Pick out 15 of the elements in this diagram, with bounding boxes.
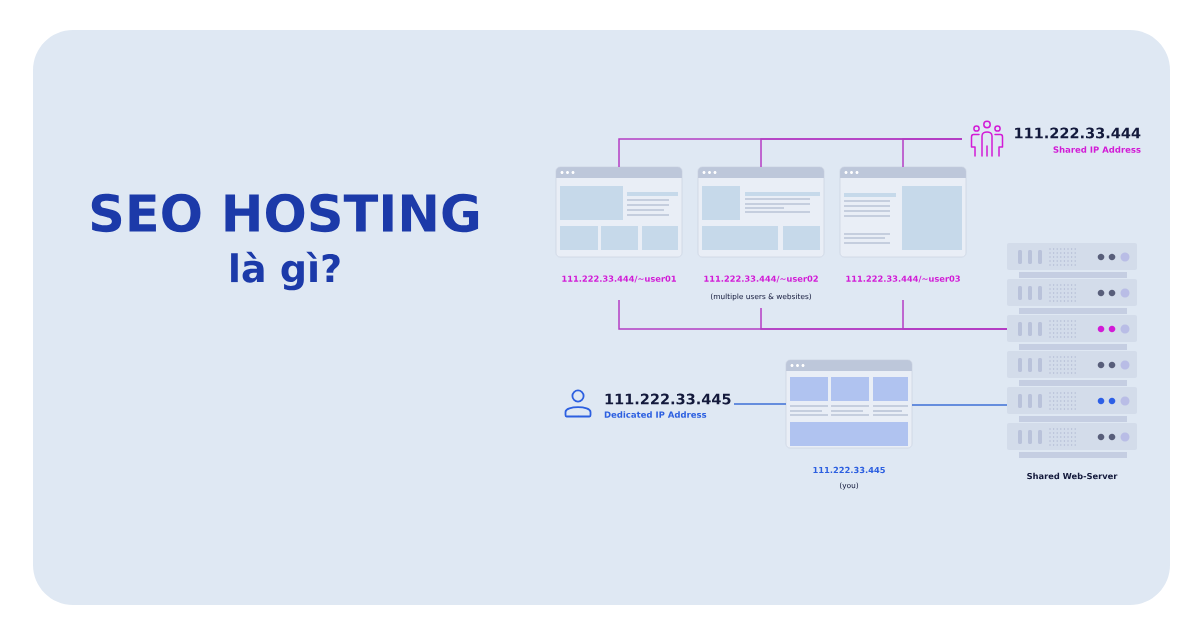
connector-line (902, 138, 963, 168)
url-label: 111.222.33.444/~user01 (562, 275, 676, 283)
connector-line (902, 299, 1008, 330)
subheading: là gì? (231, 251, 340, 291)
ip-address: 111.222.33.444 (1015, 127, 1141, 139)
ip-address: 111.222.33.445 (605, 393, 731, 405)
connector-line (733, 403, 787, 405)
url-label: 111.222.33.444/~user02 (704, 275, 818, 283)
caption-text: Shared Web-Server (1027, 472, 1118, 480)
heading: SEO HOSTING (91, 193, 479, 233)
url-label: 111.222.33.445 (813, 466, 885, 474)
connector-line (911, 404, 1008, 406)
ip-caption: Shared IP Address (1053, 146, 1141, 153)
url-label: 111.222.33.444/~user03 (846, 275, 960, 283)
ip-caption: Dedicated IP Address (604, 411, 707, 418)
